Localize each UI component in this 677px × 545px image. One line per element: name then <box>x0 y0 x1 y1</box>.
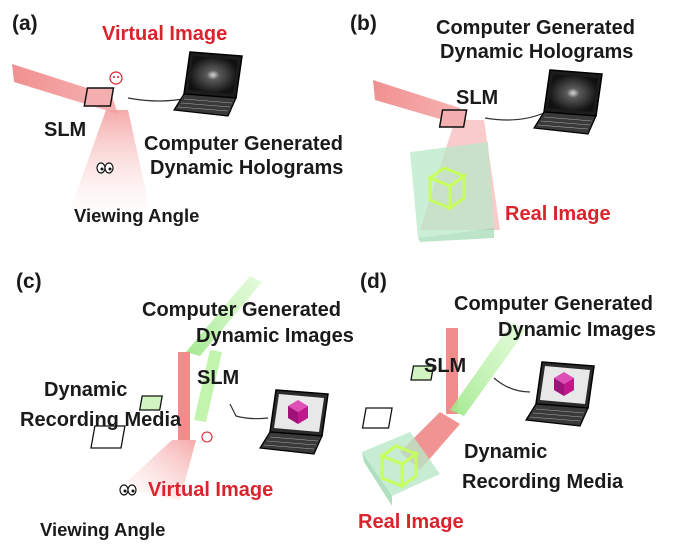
panel-d-images-line2: Dynamic Images <box>498 319 656 341</box>
panel-a: (a) Virtual Image SLM Computer Generated… <box>12 12 343 226</box>
panel-d-media-line2: Recording Media <box>462 471 624 493</box>
panel-a-slm <box>83 87 115 107</box>
panel-a-label: (a) <box>12 12 38 35</box>
panel-d-green-beam <box>450 322 526 416</box>
panel-c-red-beam <box>178 352 190 440</box>
panel-c-slm-label: SLM <box>197 367 239 389</box>
face-icon <box>201 431 213 443</box>
panel-b-real-image: Real Image <box>505 203 611 225</box>
panel-c-viewing-angle: Viewing Angle <box>40 519 165 540</box>
panel-d-label: (d) <box>360 270 387 293</box>
eyes-icon <box>96 162 114 174</box>
panel-c-media-line2: Recording Media <box>20 409 182 431</box>
panel-d-real-image: Real Image <box>358 511 464 533</box>
panel-c-recording-media <box>90 425 126 449</box>
panel-d: (d) Computer Generated Dynamic Images SL… <box>358 270 656 533</box>
hologram-cube-icon <box>410 142 494 242</box>
panel-c-green-beam-2 <box>194 350 222 422</box>
panel-b-label: (b) <box>350 12 377 35</box>
panel-a-slm-label: SLM <box>44 119 86 141</box>
panel-b-slm <box>438 109 468 128</box>
panel-c-media-line1: Dynamic <box>44 379 127 401</box>
panel-c-images-line1: Computer Generated <box>142 299 341 321</box>
panel-c-images-line2: Dynamic Images <box>196 325 354 347</box>
face-icon <box>109 71 123 85</box>
panel-c-label: (c) <box>16 270 42 293</box>
panel-c-cable <box>229 403 269 420</box>
panel-c-green-beam <box>186 276 262 356</box>
panel-b: (b) Computer Generated Dynamic Holograms… <box>350 12 635 242</box>
panel-d-slm <box>410 365 435 381</box>
hologram-cube-icon <box>362 432 440 506</box>
panel-d-recording-media <box>361 407 393 429</box>
panel-a-holograms-line1: Computer Generated <box>144 133 343 155</box>
panel-c-virtual-image: Virtual Image <box>148 479 273 501</box>
panel-b-slm-label: SLM <box>456 87 498 109</box>
laptop-icon <box>173 51 243 117</box>
panel-a-viewing-angle: Viewing Angle <box>74 205 199 226</box>
panel-b-holograms-line1: Computer Generated <box>436 17 635 39</box>
panel-d-cable <box>493 377 531 393</box>
panel-c: (c) Computer Generated Dynamic Images SL… <box>16 270 354 540</box>
panel-a-holograms-line2: Dynamic Holograms <box>150 157 343 179</box>
panel-c-slm <box>138 395 163 411</box>
laptop-icon <box>525 361 595 427</box>
panel-d-media-line1: Dynamic <box>464 441 547 463</box>
panel-a-viewing-cone <box>70 110 150 210</box>
panel-d-images-line1: Computer Generated <box>454 293 653 315</box>
laptop-icon <box>259 389 329 455</box>
panel-b-holograms-line2: Dynamic Holograms <box>440 41 633 63</box>
eyes-icon <box>119 484 137 496</box>
panel-c-viewing-cone <box>120 440 196 500</box>
panel-d-slm-label: SLM <box>424 355 466 377</box>
panel-d-red-beam <box>446 328 458 414</box>
panel-a-virtual-image: Virtual Image <box>102 23 227 45</box>
laptop-icon <box>533 69 603 135</box>
